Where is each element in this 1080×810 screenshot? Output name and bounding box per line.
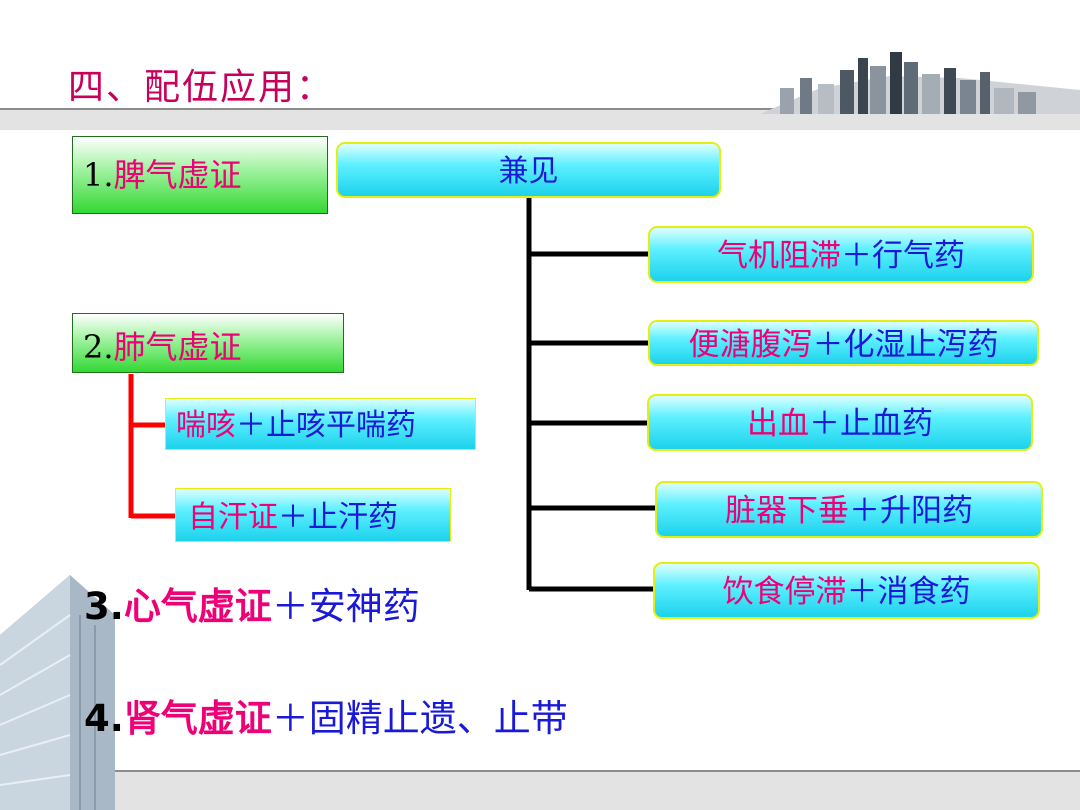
item-label: 心气虚证	[123, 585, 272, 628]
remedy-text: ＋化湿止泻药	[812, 327, 999, 363]
lung-qi-deficiency-box: 2.肺气虚证	[72, 313, 344, 373]
item-number: 3.	[84, 585, 124, 628]
symptom-text: 出血	[747, 406, 809, 442]
bottom-band	[0, 770, 1080, 810]
accompanying-header-box: 兼见	[336, 142, 721, 198]
header-label: 兼见	[498, 154, 559, 189]
item-label: 肾气虚证	[123, 697, 272, 740]
right-tree-lines	[526, 197, 658, 592]
right-item-bleeding: 出血＋止血药	[647, 394, 1033, 451]
left-tree-lines	[128, 374, 176, 519]
symptom-text: 自汗证	[188, 500, 278, 535]
lung-item-cough: 喘咳＋止咳平喘药	[165, 398, 476, 450]
remedy-text: ＋升阳药	[849, 493, 973, 529]
box-number: 2.	[83, 328, 114, 366]
item-remedy: ＋固精止遗、止带	[271, 697, 568, 740]
remedy-text: ＋止汗药	[278, 500, 398, 535]
right-item-organ-prolapse: 脏器下垂＋升阳药	[655, 481, 1043, 538]
heart-qi-deficiency-item: 3.心气虚证＋安神药	[84, 576, 420, 630]
symptom-text: 饮食停滞	[722, 574, 847, 610]
remedy-text: ＋止咳平喘药	[236, 408, 416, 443]
right-item-diarrhea: 便溏腹泻＋化湿止泻药	[648, 320, 1039, 366]
item-remedy: ＋安神药	[271, 585, 420, 628]
lung-item-sweating: 自汗证＋止汗药	[175, 488, 451, 542]
right-item-qi-stagnation: 气机阻滞＋行气药	[648, 226, 1034, 283]
item-number: 4.	[84, 697, 124, 740]
kidney-qi-deficiency-item: 4.肾气虚证＋固精止遗、止带	[84, 688, 568, 742]
symptom-text: 气机阻滞	[717, 238, 841, 274]
spleen-qi-deficiency-box: 1.脾气虚证	[72, 136, 328, 214]
symptom-text: 脏器下垂	[725, 493, 849, 529]
remedy-text: ＋行气药	[841, 238, 965, 274]
city-skyline-image	[760, 52, 1080, 114]
box-number: 1.	[83, 156, 114, 194]
slide-title: 四、配伍应用：	[68, 67, 335, 108]
box-label: 肺气虚证	[113, 328, 242, 366]
symptom-text: 便溏腹泻	[688, 327, 813, 363]
symptom-text: 喘咳	[176, 408, 236, 443]
remedy-text: ＋止血药	[809, 406, 933, 442]
remedy-text: ＋消食药	[846, 574, 971, 610]
building-tower-image	[0, 575, 115, 810]
right-item-food-stagnation: 饮食停滞＋消食药	[653, 562, 1040, 619]
box-label: 脾气虚证	[113, 156, 242, 194]
